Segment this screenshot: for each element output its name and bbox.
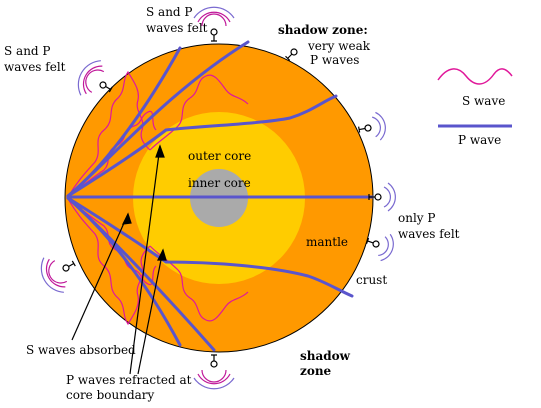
label-p-refracted-2: core boundary: [66, 388, 155, 402]
pointer-p-refracted-2: [129, 145, 161, 375]
label-crust: crust: [356, 273, 387, 287]
label-s-absorbed: S waves absorbed: [26, 343, 136, 357]
label-outer-core: outer core: [188, 149, 251, 163]
seismometer-icon: [285, 48, 298, 61]
p-wave-paths: [66, 40, 374, 352]
label-p-refracted-1: P waves refracted at: [66, 373, 192, 387]
seismometer-icon: [40, 257, 76, 293]
seismometer-stations: [40, 6, 396, 390]
legend: S wave P wave: [437, 68, 513, 147]
label-only-p-1: only P: [398, 211, 435, 225]
label-only-p-2: waves felt: [398, 227, 460, 241]
pointer-s-absorbed: [71, 213, 129, 341]
pointer-p-refracted-1: [137, 249, 164, 375]
s-wave-bottom-far: [149, 245, 249, 322]
seismometer-icon: [77, 60, 113, 96]
label-inner-core: inner core: [188, 176, 251, 190]
label-shadow-top-title: shadow zone:: [278, 23, 368, 37]
seismometer-icon: [365, 233, 394, 262]
label-sp-felt-left-2: waves felt: [4, 60, 66, 74]
seismometer-icon: [368, 182, 396, 212]
legend-s-wave-label: S wave: [462, 94, 505, 108]
label-shadow-bottom-2: zone: [300, 364, 332, 378]
p-wave-top-arc: [66, 40, 250, 198]
annotation-pointers: [71, 144, 167, 375]
label-sp-felt-top-2: waves felt: [146, 21, 208, 35]
pointer-p-refracted-2-head: [155, 144, 165, 158]
seismometer-icon: [193, 6, 235, 42]
s-wave-lower-outer: [67, 198, 151, 326]
p-wave-top-refracted: [66, 94, 338, 198]
seismometer-icon: [358, 111, 386, 141]
label-shadow-top-desc-2: P waves: [310, 53, 359, 67]
label-shadow-top-desc-1: very weak: [307, 39, 371, 53]
legend-s-wave-swatch: [437, 68, 513, 85]
label-sp-felt-left-1: S and P: [4, 44, 51, 58]
pointer-s-absorbed-head: [121, 212, 132, 225]
seismometer-icon: [193, 354, 235, 390]
label-shadow-bottom-1: shadow: [300, 349, 351, 363]
label-mantle: mantle: [306, 235, 348, 249]
p-wave-bottom-refracted: [66, 196, 354, 298]
pointer-p-refracted-1-head: [157, 248, 167, 261]
label-sp-felt-top-1: S and P: [146, 5, 193, 19]
legend-p-wave-label: P wave: [458, 133, 501, 147]
p-wave-bottom-steep: [66, 196, 182, 347]
